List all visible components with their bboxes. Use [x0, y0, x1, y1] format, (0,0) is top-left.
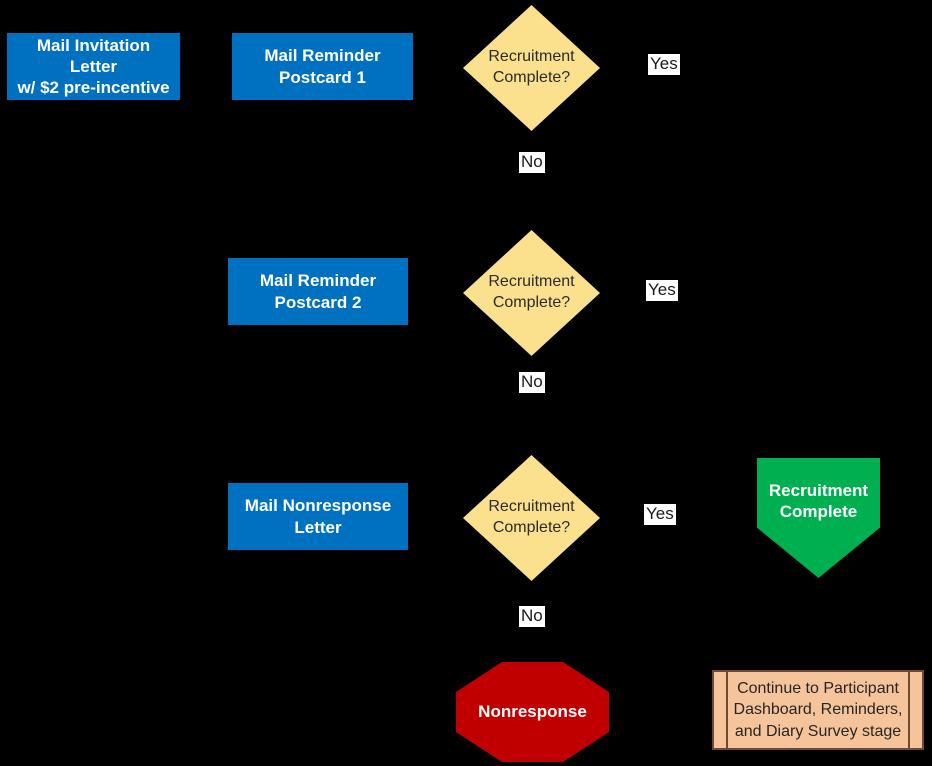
node-recruitment-complete-label: Recruitment Complete	[768, 481, 869, 522]
node-mail-nonresponse-letter[interactable]: Mail Nonresponse Letter	[228, 483, 408, 550]
edge-label-no-1: No	[519, 152, 545, 173]
node-decision-recruitment-complete-1-label: Recruitment Complete?	[488, 48, 575, 86]
node-mail-nonresponse-letter-label: Mail Nonresponse Letter	[244, 496, 392, 537]
edge-label-yes-1: Yes	[648, 54, 680, 75]
edge-label-yes-2: Yes	[646, 280, 678, 301]
node-nonresponse[interactable]: Nonresponse	[456, 662, 609, 762]
node-mail-invitation-letter-label: Mail Invitation Letter w/ $2 pre-incenti…	[17, 35, 170, 98]
node-decision-recruitment-complete-2-label: Recruitment Complete?	[488, 273, 575, 311]
node-mail-invitation-letter[interactable]: Mail Invitation Letter w/ $2 pre-incenti…	[7, 33, 180, 100]
node-decision-recruitment-complete-1[interactable]: Recruitment Complete?	[463, 5, 600, 131]
edge-label-no-3: No	[519, 606, 545, 627]
edge-label-yes-3: Yes	[644, 504, 676, 525]
node-mail-reminder-postcard-1[interactable]: Mail Reminder Postcard 1	[232, 33, 413, 100]
node-mail-reminder-postcard-2-label: Mail Reminder Postcard 2	[259, 271, 377, 312]
edge-label-no-2: No	[519, 372, 545, 393]
node-nonresponse-label: Nonresponse	[478, 701, 587, 721]
node-mail-reminder-postcard-2[interactable]: Mail Reminder Postcard 2	[228, 258, 408, 325]
node-decision-recruitment-complete-2[interactable]: Recruitment Complete?	[463, 230, 600, 356]
node-continue-to-participant-dashboard[interactable]: Continue to Participant Dashboard, Remin…	[712, 670, 924, 750]
node-recruitment-complete[interactable]: Recruitment Complete	[757, 458, 880, 578]
node-mail-reminder-postcard-1-label: Mail Reminder Postcard 1	[264, 46, 381, 87]
node-decision-recruitment-complete-3[interactable]: Recruitment Complete?	[463, 455, 600, 581]
node-continue-to-participant-dashboard-label: Continue to Participant Dashboard, Remin…	[733, 680, 903, 740]
node-decision-recruitment-complete-3-label: Recruitment Complete?	[488, 498, 575, 536]
